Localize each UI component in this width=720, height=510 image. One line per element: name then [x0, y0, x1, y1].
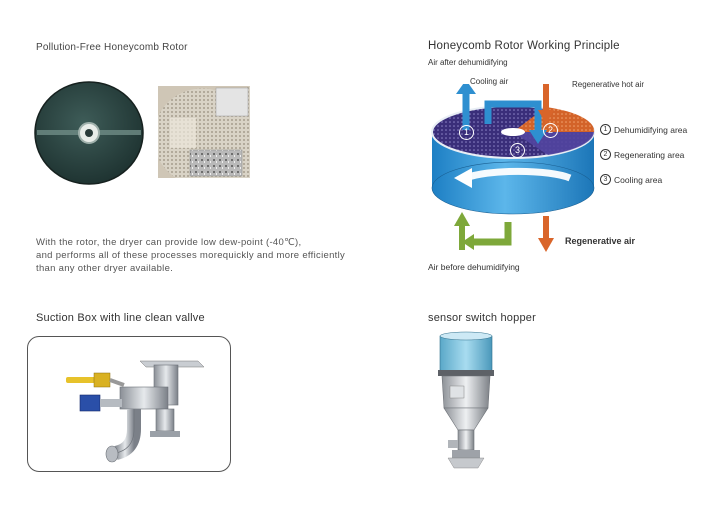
zone-badge-2: 2 — [543, 123, 558, 138]
suction-title: Suction Box with line clean vallve — [36, 312, 205, 324]
legend-item-dehumidifying: 1 Dehumidifying area — [600, 124, 687, 135]
cooling-air-label: Cooling air — [470, 77, 509, 86]
legend-label-3: Cooling area — [614, 174, 663, 185]
rotor-description-line-3: than any other dryer available. — [36, 263, 174, 274]
honeycomb-closeup-photo — [158, 86, 250, 178]
regen-air-label: Regenerative air — [565, 236, 636, 246]
legend-label-2: Regenerating area — [614, 149, 685, 160]
legend-num-2: 2 — [600, 149, 611, 160]
rotor-principle-diagram — [428, 84, 598, 254]
suction-box-frame — [27, 336, 231, 472]
rotor-description: With the rotor, the dryer can provide lo… — [36, 236, 345, 275]
zone-badge-3: 3 — [510, 143, 525, 158]
hopper-photo — [428, 330, 504, 472]
zone-badge-1: 1 — [459, 125, 474, 140]
regen-hot-air-label: Regenerative hot air — [572, 80, 645, 89]
rotor-title: Pollution-Free Honeycomb Rotor — [36, 42, 188, 53]
legend-num-1: 1 — [600, 124, 611, 135]
air-after-label: Air after dehumidifying — [428, 58, 508, 67]
suction-box-photo — [66, 360, 205, 463]
legend-item-regenerating: 2 Regenerating area — [600, 149, 687, 160]
legend-label-1: Dehumidifying area — [614, 124, 688, 135]
rotor-disc-photo — [33, 80, 145, 186]
zone-legend: 1 Dehumidifying area 2 Regenerating area… — [600, 124, 687, 185]
rotor-description-line-1: With the rotor, the dryer can provide lo… — [36, 237, 302, 248]
hopper-title: sensor switch hopper — [428, 312, 536, 324]
principle-title: Honeycomb Rotor Working Principle — [428, 40, 620, 52]
air-before-label: Air before dehumidifying — [428, 262, 520, 272]
rotor-description-line-2: and performs all of these processes more… — [36, 250, 346, 261]
legend-item-cooling: 3 Cooling area — [600, 174, 687, 185]
legend-num-3: 3 — [600, 174, 611, 185]
